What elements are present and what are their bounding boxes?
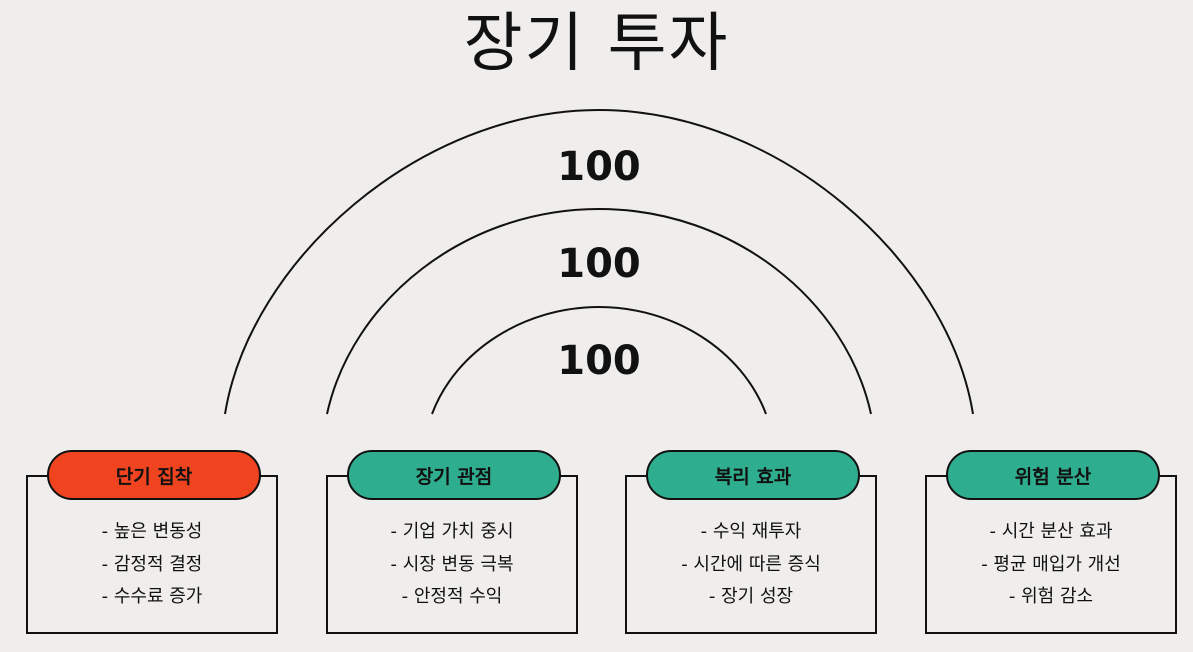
card-item-list: - 기업 가치 중시 - 시장 변동 극복 - 안정적 수익 xyxy=(328,516,576,614)
card-compound-effect: 복리 효과 - 수익 재투자 - 시간에 따른 증식 - 장기 성장 xyxy=(625,450,877,634)
card-item-list: - 시간 분산 효과 - 평균 매입가 개선 - 위험 감소 xyxy=(927,516,1175,614)
card-risk-diversification: 위험 분산 - 시간 분산 효과 - 평균 매입가 개선 - 위험 감소 xyxy=(925,450,1177,634)
outer-arc xyxy=(224,108,974,415)
list-item: - 시간 분산 효과 xyxy=(989,521,1113,542)
inner-arc-label: 100 xyxy=(557,338,641,384)
card-header: 복리 효과 xyxy=(646,450,860,500)
list-item: - 위험 감소 xyxy=(1008,586,1094,607)
list-item: - 기업 가치 중시 xyxy=(390,521,514,542)
middle-arc-label: 100 xyxy=(557,241,641,287)
list-item: - 시간에 따른 증식 xyxy=(681,553,821,575)
outer-arc-label: 100 xyxy=(557,144,641,190)
card-item-list: - 수익 재투자 - 시간에 따른 증식 - 장기 성장 xyxy=(627,516,875,614)
card-short-term: 단기 집착 - 높은 변동성 - 감정적 결정 - 수수료 증가 xyxy=(26,450,278,634)
list-item: - 장기 성장 xyxy=(708,586,794,607)
card-long-term: 장기 관점 - 기업 가치 중시 - 시장 변동 극복 - 안정적 수익 xyxy=(326,450,578,634)
list-item: - 수수료 증가 xyxy=(101,586,203,607)
card-header: 위험 분산 xyxy=(946,450,1160,500)
middle-arc xyxy=(326,207,872,415)
list-item: - 수익 재투자 xyxy=(700,521,802,542)
list-item: - 평균 매입가 개선 xyxy=(981,553,1121,575)
list-item: - 높은 변동성 xyxy=(101,521,203,542)
list-item: - 시장 변동 극복 xyxy=(390,553,514,575)
page-title: 장기 투자 xyxy=(463,7,730,81)
inner-arc xyxy=(431,305,767,415)
list-item: - 감정적 결정 xyxy=(101,553,203,575)
card-header: 단기 집착 xyxy=(47,450,261,500)
card-item-list: - 높은 변동성 - 감정적 결정 - 수수료 증가 xyxy=(28,516,276,614)
list-item: - 안정적 수익 xyxy=(401,586,503,607)
card-header: 장기 관점 xyxy=(347,450,561,500)
